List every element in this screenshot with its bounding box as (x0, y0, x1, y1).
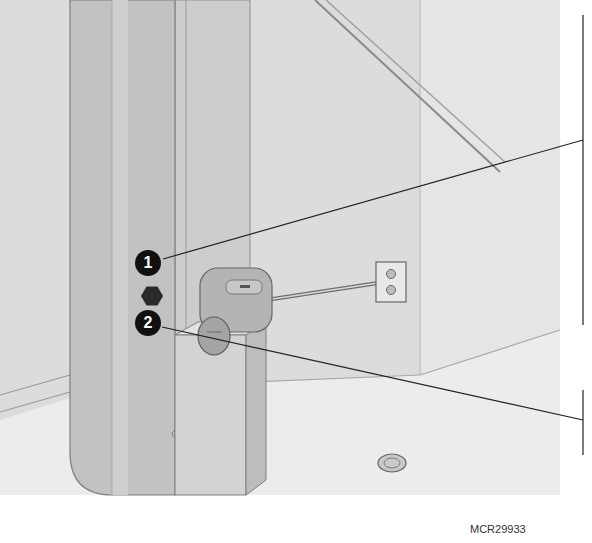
callout-number: 2 (135, 310, 161, 336)
callout-number: 1 (135, 250, 161, 276)
figure-code: MCR29933 (470, 523, 526, 535)
